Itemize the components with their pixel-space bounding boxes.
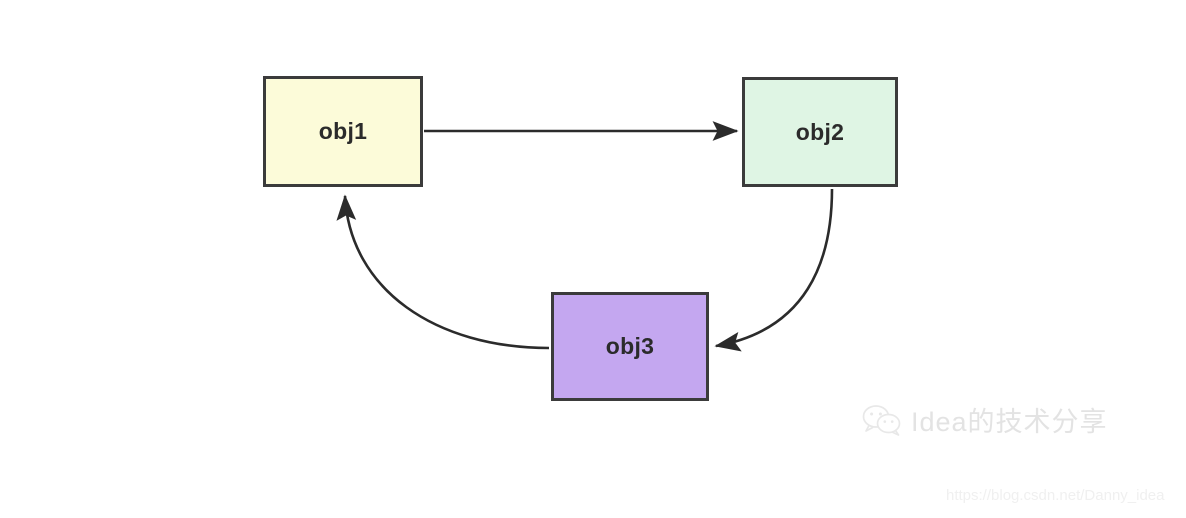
csdn-watermark: https://blog.csdn.net/Danny_idea xyxy=(946,487,1165,504)
edge-obj2-to-obj3 xyxy=(714,188,834,352)
brand-account-name: Idea的技术分享 xyxy=(911,407,1108,437)
node-obj2[interactable]: obj2 xyxy=(742,77,898,187)
wechat-logo-icon xyxy=(862,404,901,436)
node-obj2-label: obj2 xyxy=(795,118,845,145)
node-obj1[interactable]: obj1 xyxy=(263,76,423,187)
node-obj1-label: obj1 xyxy=(318,118,368,144)
node-obj3-label: obj3 xyxy=(605,333,655,359)
edge-obj3-to-obj1 xyxy=(336,194,550,350)
node-obj3[interactable]: obj3 xyxy=(551,292,709,401)
brand-mark: Idea的技术分享 xyxy=(862,400,1108,439)
